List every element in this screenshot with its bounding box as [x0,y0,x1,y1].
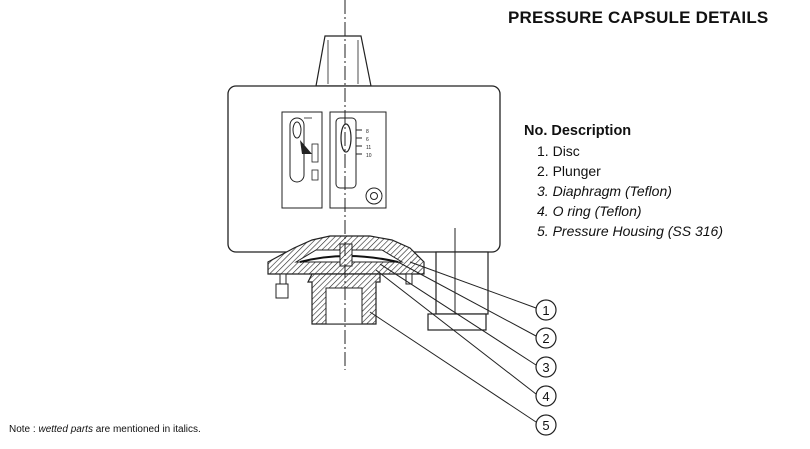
callout-5-label: 5 [542,418,549,433]
legend-item: 2. Plunger [537,161,723,181]
legend-item-label: O ring (Teflon) [552,203,642,219]
legend-header: No. Description [524,121,723,141]
scale-mark: 6 [366,137,369,143]
legend-no-label: No. [524,123,548,139]
callout-2: 2 [535,327,557,349]
adjustment-knob [315,35,372,87]
differential-window: 8 6 11 10 [329,111,387,209]
leader-lines [369,261,537,423]
legend-item-number: 1. [537,143,549,159]
legend-list: 1. Disc 2. Plunger 3. Diaphragm (Teflon)… [524,141,723,241]
scale-mark: 11 [366,145,371,151]
legend-item: 4. O ring (Teflon) [537,201,723,221]
legend-item: 1. Disc [537,141,723,161]
callout-1: 1 [535,299,557,321]
callout-2-label: 2 [542,331,549,346]
cable-gland [427,228,489,331]
callout-4: 4 [535,385,557,407]
footnote: Note : wetted parts are mentioned in ita… [9,424,201,435]
legend-item: 3. Diaphragm (Teflon) [537,181,723,201]
legend-item: 5. Pressure Housing (SS 316) [537,221,723,241]
legend-item-label: Disc [552,143,580,159]
range-window [281,111,323,209]
parts-legend: No. Description 1. Disc 2. Plunger 3. Di… [524,121,723,241]
plunger [339,243,353,267]
callout-3-label: 3 [542,360,549,375]
callout-4-label: 4 [542,389,549,404]
legend-description-label: Description [551,123,632,139]
footnote-suffix: are mentioned in italics. [92,424,201,435]
legend-item-number: 5. [537,223,549,239]
page-title: PRESSURE CAPSULE DETAILS [508,8,769,27]
callout-5: 5 [535,414,557,436]
legend-item-number: 2. [537,163,549,179]
legend-item-label: Pressure Housing (SS 316) [552,223,723,239]
callout-1-label: 1 [542,303,549,318]
legend-item-number: 3. [537,183,549,199]
legend-item-label: Plunger [552,163,601,179]
callout-3: 3 [535,356,557,378]
scale-mark: 8 [366,129,369,135]
legend-item-label: Diaphragm (Teflon) [552,183,672,199]
legend-item-number: 4. [537,203,549,219]
scale-mark: 10 [366,153,372,159]
footnote-prefix: Note : [9,424,39,435]
footnote-emphasis: wetted parts [38,424,93,435]
